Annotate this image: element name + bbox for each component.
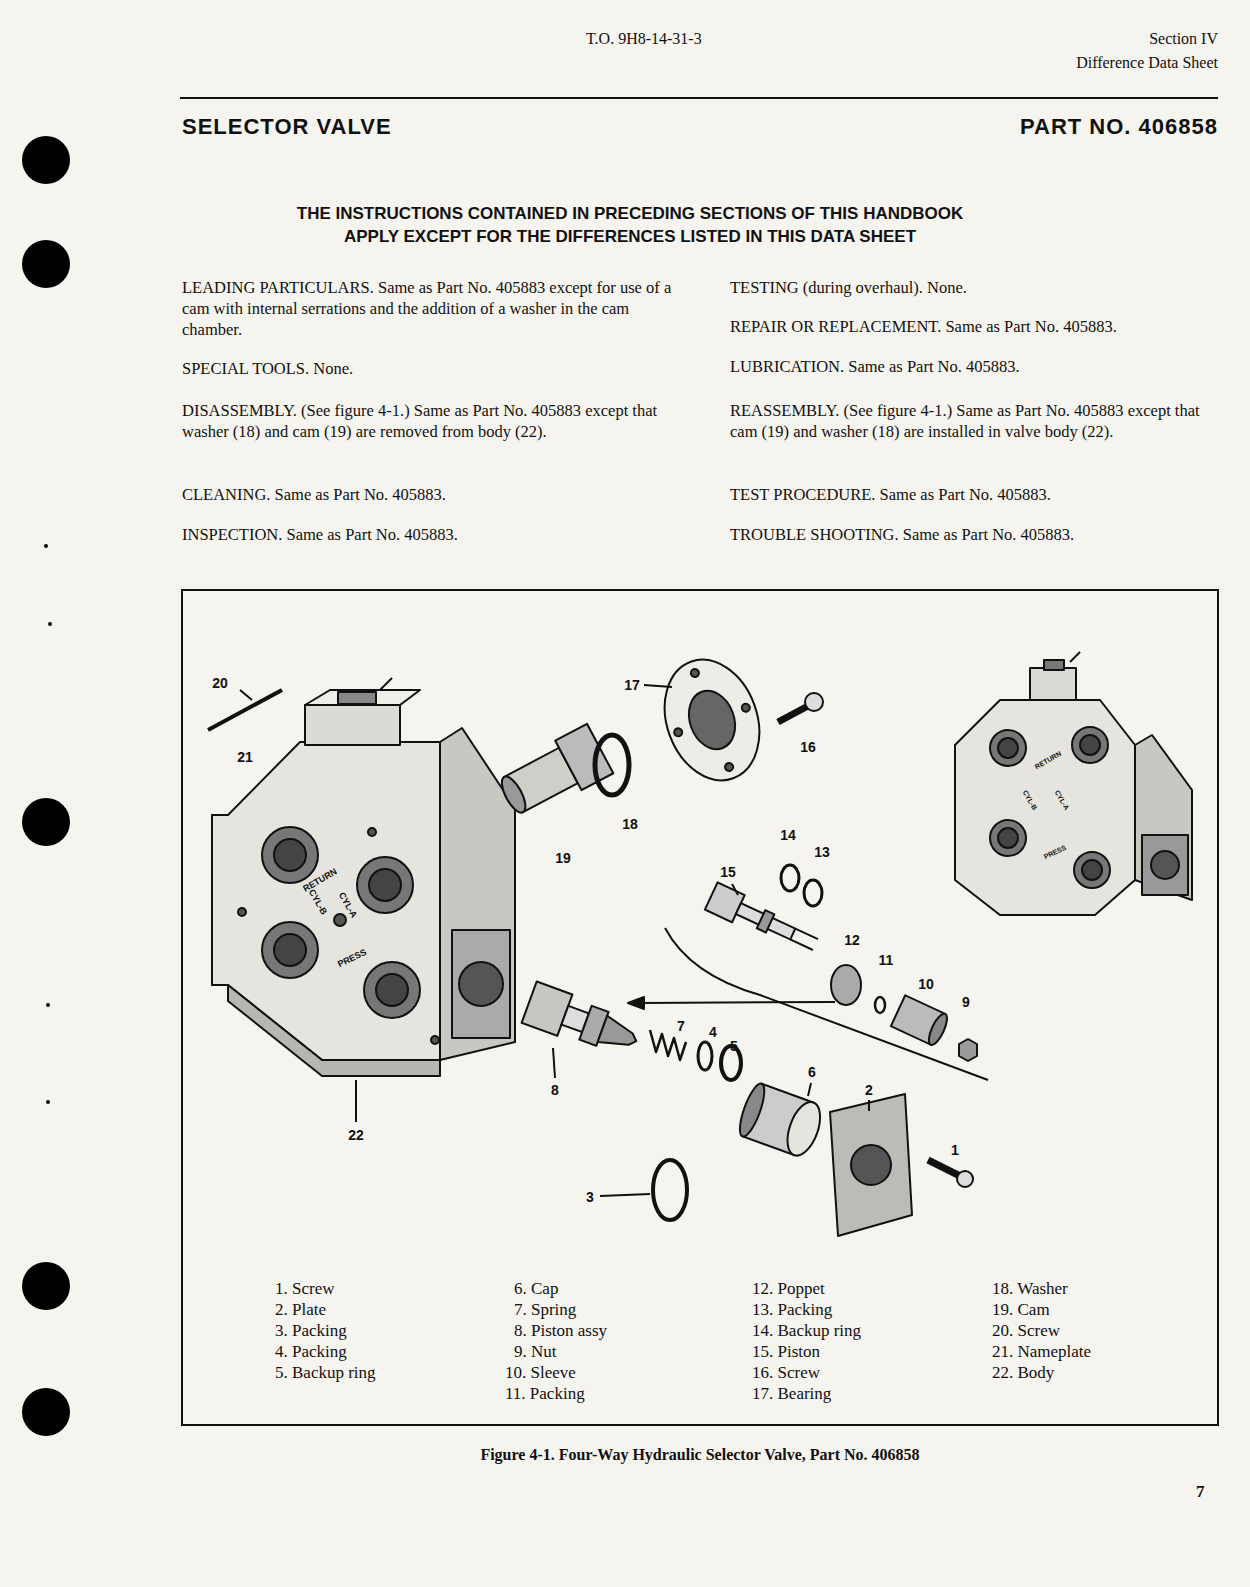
callout-number: 20 bbox=[212, 675, 228, 691]
paragraph: INSPECTION. Same as Part No. 405883. bbox=[182, 524, 677, 545]
parts-list-entry: 12. Poppet bbox=[752, 1279, 825, 1299]
page-title: SELECTOR VALVE bbox=[182, 114, 392, 140]
paragraph: TROUBLE SHOOTING. Same as Part No. 40588… bbox=[730, 524, 1220, 545]
parts-list-entry: 1. Screw bbox=[275, 1279, 334, 1299]
document-number: T.O. 9H8-14-31-3 bbox=[586, 30, 702, 48]
parts-list-entry: 18. Washer bbox=[992, 1279, 1068, 1299]
page-number: 7 bbox=[1196, 1482, 1205, 1502]
callout-number: 6 bbox=[808, 1064, 816, 1080]
callout-number: 7 bbox=[677, 1018, 685, 1034]
parts-list-entry: 20. Screw bbox=[992, 1321, 1060, 1341]
paragraph: TEST PROCEDURE. Same as Part No. 405883. bbox=[730, 484, 1220, 505]
callout-number: 13 bbox=[814, 844, 830, 860]
paragraph: TESTING (during overhaul). None. bbox=[730, 277, 1220, 298]
parts-list-entry: 6. Cap bbox=[514, 1279, 558, 1299]
parts-list-entry: 2. Plate bbox=[275, 1300, 326, 1320]
instruction-note: THE INSTRUCTIONS CONTAINED IN PRECEDING … bbox=[290, 202, 970, 248]
paragraph: SPECIAL TOOLS. None. bbox=[182, 358, 677, 379]
parts-list-entry: 19. Cam bbox=[992, 1300, 1050, 1320]
parts-list-entry: 8. Piston assy bbox=[514, 1321, 607, 1341]
callout-number: 21 bbox=[237, 749, 253, 765]
parts-list-entry: 3. Packing bbox=[275, 1321, 347, 1341]
callout-number: 22 bbox=[348, 1127, 364, 1143]
parts-list-entry: 10. Sleeve bbox=[505, 1363, 576, 1383]
callout-number: 4 bbox=[709, 1024, 717, 1040]
parts-list-entry: 7. Spring bbox=[514, 1300, 576, 1320]
parts-list-entry: 11. Packing bbox=[505, 1384, 585, 1404]
callout-number: 11 bbox=[879, 952, 894, 968]
paragraph: LEADING PARTICULARS. Same as Part No. 40… bbox=[182, 277, 677, 340]
parts-list-entry: 4. Packing bbox=[275, 1342, 347, 1362]
callout-number: 10 bbox=[918, 976, 934, 992]
parts-list-entry: 15. Piston bbox=[752, 1342, 820, 1362]
paragraph: REASSEMBLY. (See figure 4-1.) Same as Pa… bbox=[730, 400, 1220, 442]
paragraph: CLEANING. Same as Part No. 405883. bbox=[182, 484, 677, 505]
callout-number: 14 bbox=[780, 827, 796, 843]
callout-number: 9 bbox=[962, 994, 970, 1010]
callout-number: 3 bbox=[586, 1189, 594, 1205]
binder-holes bbox=[22, 136, 70, 1436]
callout-number: 16 bbox=[800, 739, 816, 755]
parts-list-entry: 16. Screw bbox=[752, 1363, 820, 1383]
parts-list-entry: 14. Backup ring bbox=[752, 1321, 861, 1341]
parts-list-entry: 21. Nameplate bbox=[992, 1342, 1091, 1362]
part-number: PART NO. 406858 bbox=[1020, 114, 1218, 140]
parts-list-entry: 17. Bearing bbox=[752, 1384, 831, 1404]
callout-number: 18 bbox=[622, 816, 638, 832]
callout-number: 15 bbox=[720, 864, 736, 880]
parts-list-entry: 22. Body bbox=[992, 1363, 1054, 1383]
figure-caption: Figure 4-1. Four-Way Hydraulic Selector … bbox=[182, 1446, 1218, 1464]
callout-number: 8 bbox=[551, 1082, 559, 1098]
callout-number: 1 bbox=[951, 1142, 959, 1158]
callout-number: 19 bbox=[555, 850, 571, 866]
sheet-label: Difference Data Sheet bbox=[1076, 54, 1218, 72]
paragraph: LUBRICATION. Same as Part No. 405883. bbox=[730, 356, 1220, 377]
section-label: Section IV bbox=[1149, 30, 1218, 48]
parts-list-entry: 13. Packing bbox=[752, 1300, 832, 1320]
paragraph: DISASSEMBLY. (See figure 4-1.) Same as P… bbox=[182, 400, 677, 442]
parts-list-entry: 5. Backup ring bbox=[275, 1363, 376, 1383]
callout-number: 5 bbox=[730, 1038, 738, 1054]
callout-number: 2 bbox=[865, 1082, 873, 1098]
callout-number: 12 bbox=[844, 932, 860, 948]
paragraph: REPAIR OR REPLACEMENT. Same as Part No. … bbox=[730, 316, 1220, 337]
parts-list-entry: 9. Nut bbox=[514, 1342, 557, 1362]
callout-number: 17 bbox=[624, 677, 640, 693]
